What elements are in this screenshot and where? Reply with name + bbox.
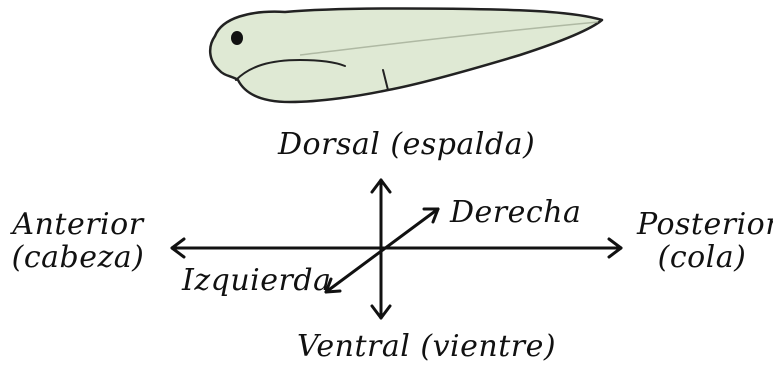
ventral-label: Ventral (vientre) bbox=[297, 330, 556, 363]
posterior-label-line2: (cola) bbox=[637, 241, 767, 274]
tadpole-body bbox=[210, 8, 602, 102]
posterior-label-line1: Posterior bbox=[637, 208, 767, 241]
dorsal-label: Dorsal (espalda) bbox=[278, 128, 535, 161]
ventral-label-text: Ventral (vientre) bbox=[297, 330, 556, 363]
left-label-text: Izquierda bbox=[182, 264, 331, 297]
tadpole-illustration bbox=[210, 8, 602, 102]
left-label: Izquierda bbox=[182, 264, 331, 297]
tadpole-eye bbox=[231, 31, 243, 45]
right-label: Derecha bbox=[450, 196, 581, 229]
right-label-text: Derecha bbox=[450, 196, 581, 229]
anterior-label-line1: Anterior bbox=[8, 208, 148, 241]
posterior-label: Posterior (cola) bbox=[637, 208, 767, 274]
dorsal-label-text: Dorsal (espalda) bbox=[278, 128, 535, 161]
anterior-label-line2: (cabeza) bbox=[8, 241, 148, 274]
anterior-label: Anterior (cabeza) bbox=[8, 208, 148, 274]
